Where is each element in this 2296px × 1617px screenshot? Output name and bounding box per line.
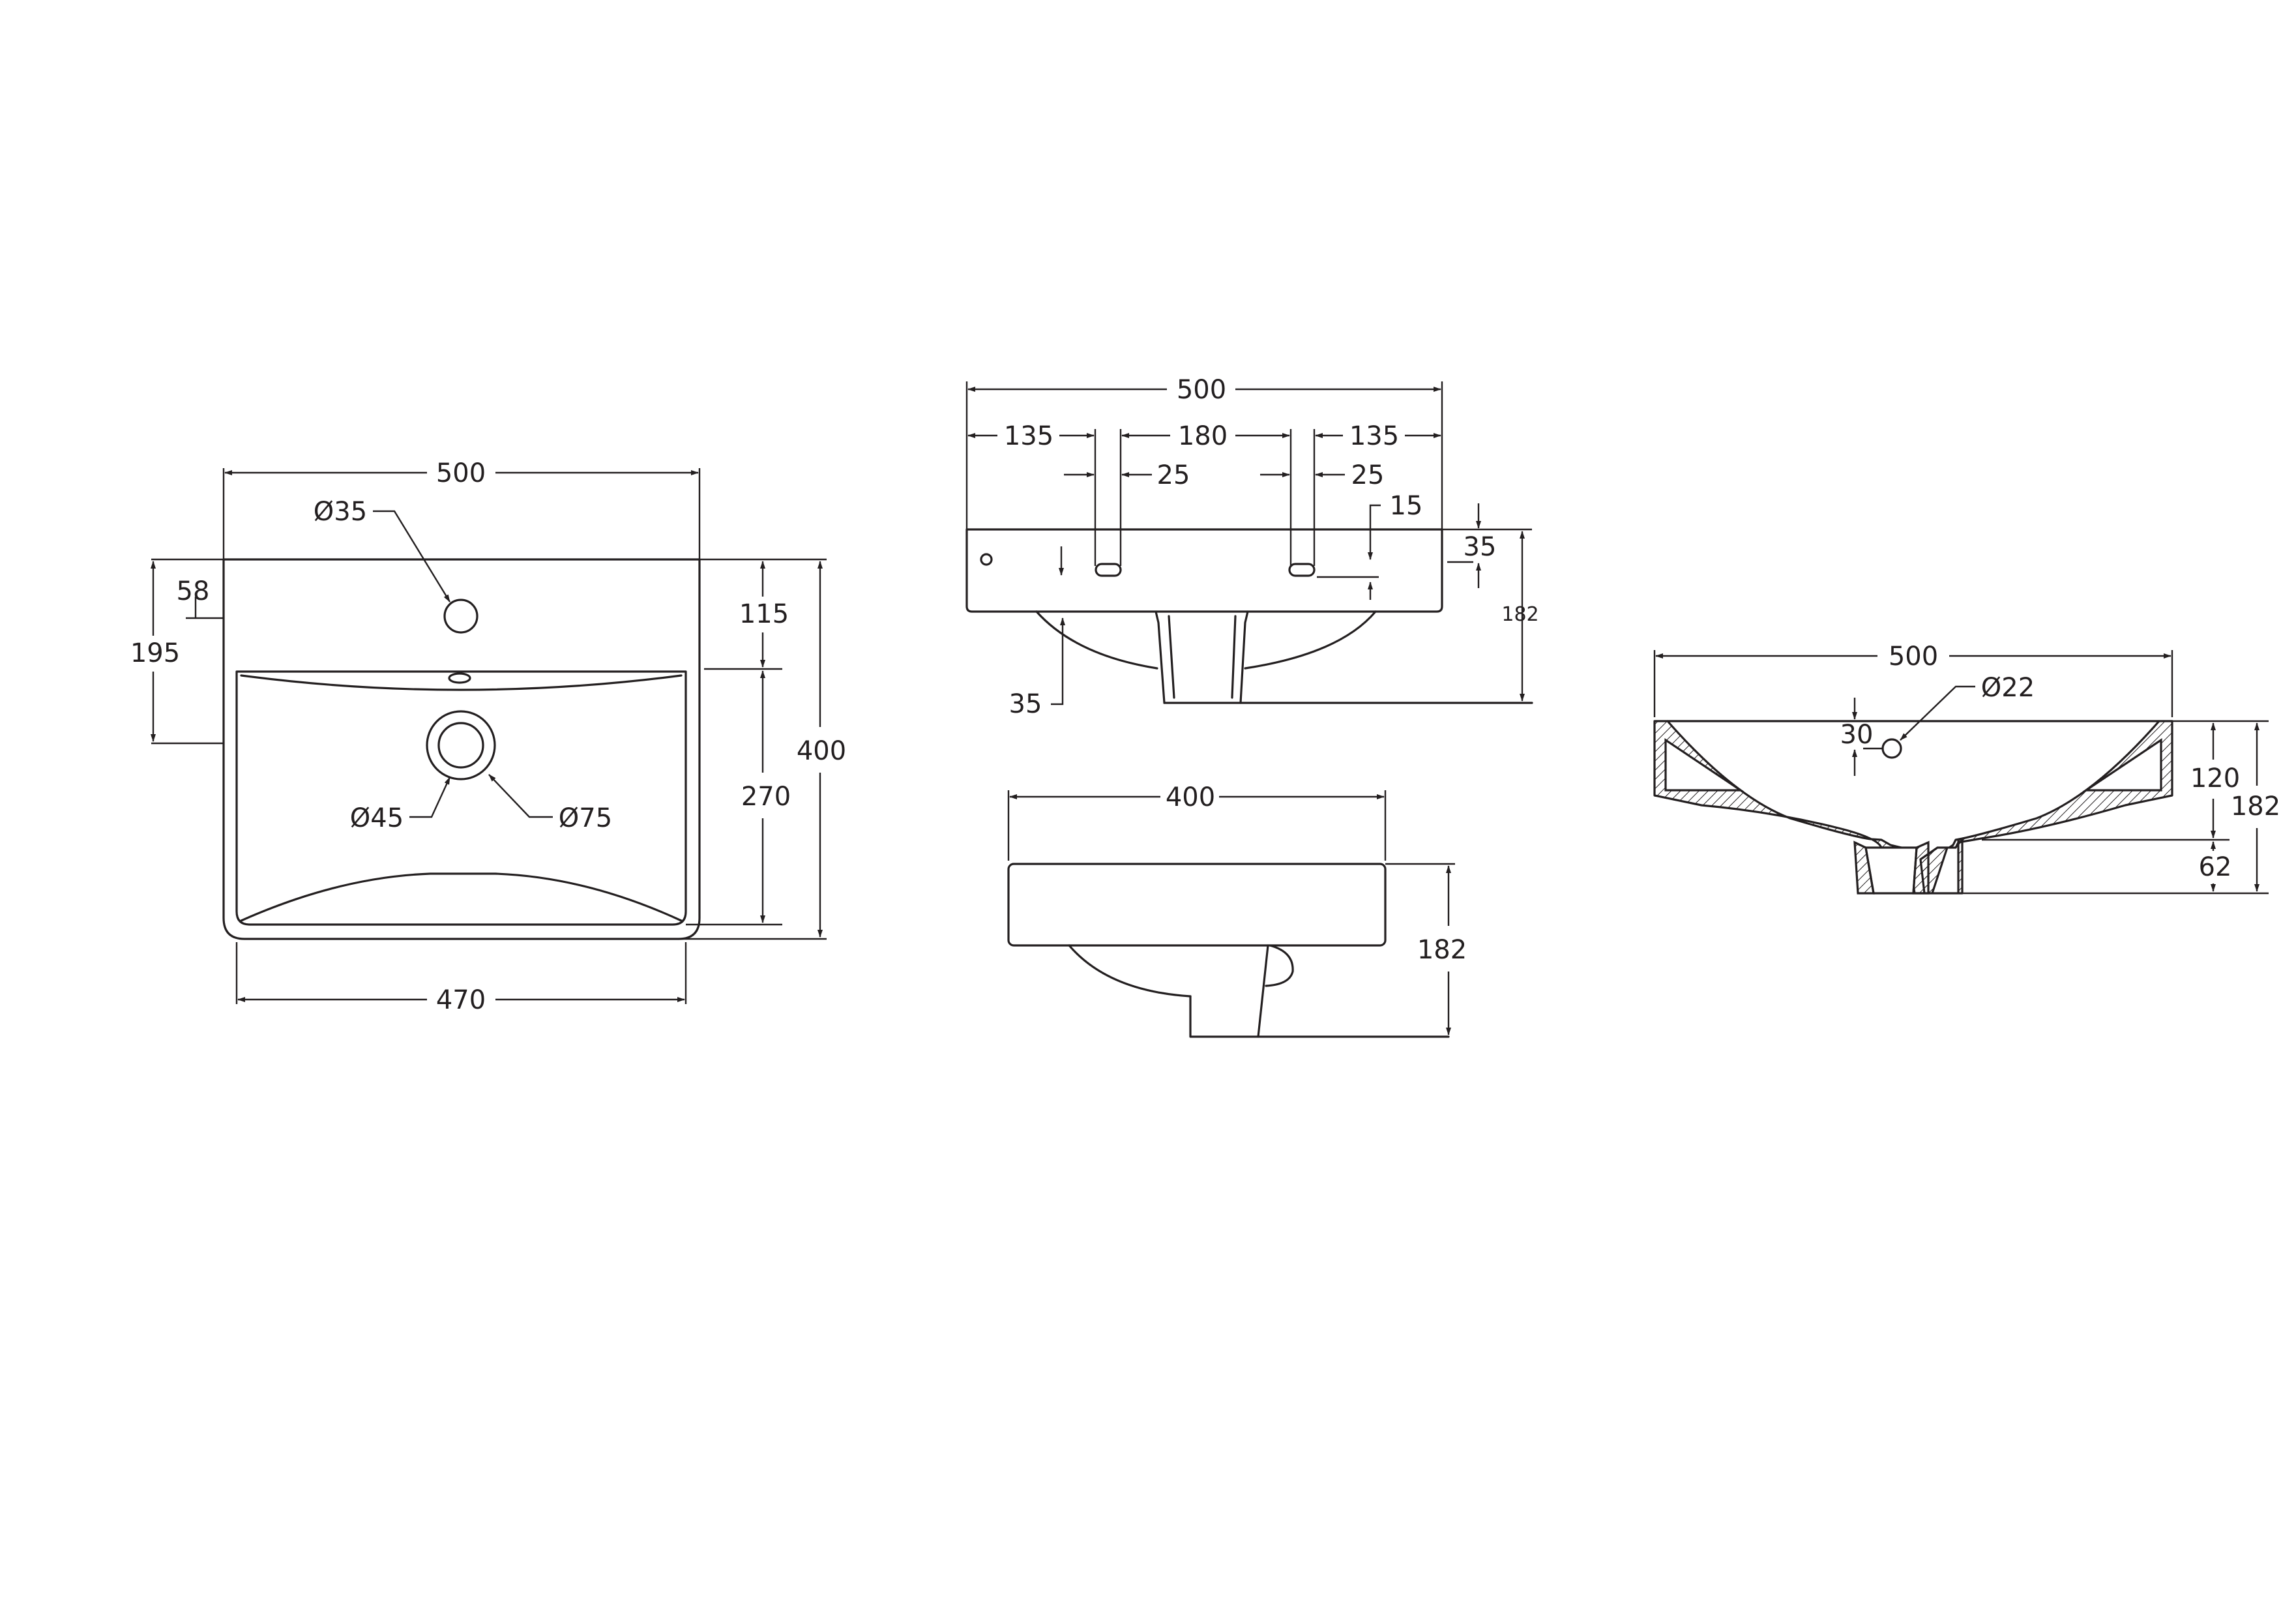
- section-view: 500 Ø22 30 120 62 182: [1653, 642, 2280, 895]
- rear-slot-left: [1095, 563, 1122, 577]
- tap-hole: [443, 599, 478, 634]
- rear-left-offset-label: 135: [1004, 421, 1053, 451]
- section-width-label: 500: [1889, 642, 1938, 672]
- side-depth-label: 400: [1166, 782, 1215, 812]
- basin-outline: [222, 558, 701, 940]
- section-overflow-offset-label: 30: [1840, 720, 1874, 750]
- side-waste-profile: [1189, 944, 1294, 1038]
- side-view: 400 182: [1007, 782, 1467, 1038]
- rear-waste-left: [1155, 610, 1166, 704]
- side-body: [1007, 863, 1387, 947]
- rear-body: [965, 528, 1443, 613]
- rear-waste-right: [1239, 610, 1249, 704]
- section-total-height-label: 182: [2231, 792, 2280, 822]
- side-bowl-curve: [1068, 944, 1192, 998]
- section-profile: [1653, 720, 2173, 895]
- section-left-cavity: [1664, 738, 1744, 792]
- bowl-back-curve: [240, 674, 683, 691]
- basin-bowl: [235, 670, 687, 926]
- overflow-slot: [448, 672, 471, 684]
- section-waste-height-label: 62: [2199, 852, 2232, 882]
- rear-slot-right: [1288, 563, 1316, 577]
- rear-right-offset-label: 135: [1349, 421, 1399, 451]
- rear-bowl-curve: [1035, 610, 1377, 670]
- section-waste-tube: [1853, 840, 1930, 895]
- section-overflow-hole: [1881, 738, 1902, 759]
- tap-offset-label: 58: [177, 576, 210, 606]
- rear-overflow-hole: [980, 553, 993, 566]
- bowl-front-curve: [240, 872, 683, 922]
- rear-left-slot-label: 25: [1157, 460, 1190, 490]
- section-bowl-height-label: 120: [2190, 764, 2240, 794]
- tap-to-bowl-label: 195: [130, 638, 180, 668]
- waste-outer-ring: [426, 710, 496, 780]
- tap-hole-diameter-label: Ø35: [314, 497, 367, 527]
- waste-outer-diameter-label: Ø75: [559, 803, 612, 833]
- rear-right-slot-label: 25: [1351, 460, 1385, 490]
- waste-diameter-label: Ø45: [350, 803, 404, 833]
- rear-height-label: 182: [1501, 603, 1538, 626]
- rear-center-spacing-label: 180: [1178, 421, 1228, 451]
- base-width-label: 470: [436, 985, 486, 1015]
- section-right-cavity: [2082, 738, 2162, 792]
- rear-bowl-lip-label: 35: [1009, 689, 1042, 719]
- rear-view: 500 135 180 135 25 25 15 35 182: [965, 375, 1539, 719]
- side-height-label: 182: [1417, 935, 1467, 965]
- section-overflow-diameter-label: Ø22: [1981, 673, 2035, 703]
- rear-rim-label: 35: [1464, 532, 1497, 562]
- bowl-depth-label: 270: [741, 782, 791, 812]
- rear-width-label: 500: [1177, 375, 1226, 405]
- rim-to-bowl-label: 115: [739, 599, 789, 629]
- top-view: 500 Ø35 58 195 115 270 400 Ø45 Ø75: [130, 458, 846, 1015]
- top-width-label: 500: [436, 458, 486, 488]
- top-depth-label: 400: [797, 736, 846, 766]
- rear-slot-offset-label: 15: [1390, 491, 1423, 521]
- waste-inner-ring: [437, 722, 484, 769]
